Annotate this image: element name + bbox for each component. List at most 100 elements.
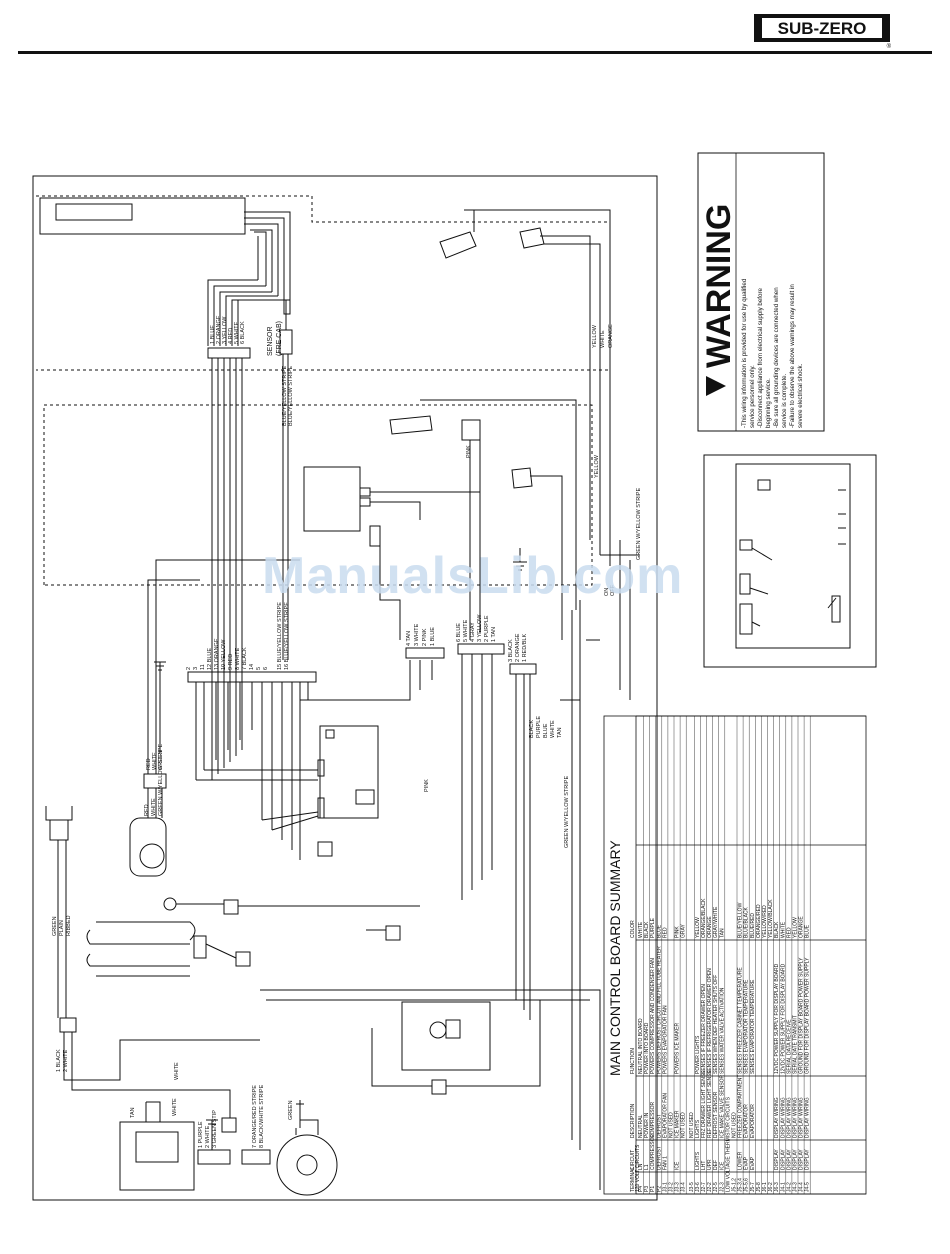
table-cell: J5-7	[750, 1182, 756, 1192]
table-cell: EVAP	[750, 1156, 756, 1170]
table-cell: J3-5	[689, 1182, 695, 1192]
table-cell: DISPLAY	[793, 1149, 799, 1170]
table-cell: YELLOW	[793, 917, 799, 938]
conn-b-4: 3 YELLOW	[477, 614, 483, 642]
sensor-label-1: SENSOR	[267, 326, 274, 356]
table-cell: J3-3	[675, 1182, 681, 1192]
bottom-mid-1: 7 ORANGE/RED STRIPE	[252, 1085, 258, 1148]
harness-mid-1: 2	[186, 667, 192, 670]
table-cell: GRAY	[681, 924, 687, 938]
table-cell: SENSES IF FREEZER DRAWER OPEN	[701, 984, 707, 1074]
table-cell: P3	[644, 1186, 650, 1192]
table-cell: J3-1	[662, 1182, 668, 1192]
table-cell: COMPRESSOR	[650, 1101, 656, 1138]
conn-b-1: 6 BLUE	[456, 623, 462, 642]
off-label: OFF	[610, 584, 616, 596]
table-cell: J2-5	[713, 1182, 719, 1192]
table-cell: P4	[638, 1186, 644, 1192]
warning-line-3: -Disconnect appliance from electrical su…	[757, 287, 764, 428]
logo-text: SUB-ZERO	[778, 19, 867, 38]
table-cell: J4-3	[793, 1182, 799, 1192]
table-cell: J6-3	[774, 1182, 780, 1192]
table-cell: POWER IN	[644, 1112, 650, 1138]
table-cell: DISPLAY	[780, 1149, 786, 1170]
table-cell: J5-3,4	[738, 1178, 744, 1192]
conn-c-1: 3 BLACK	[508, 639, 514, 662]
table-cell: SERIAL DATE TRANSMIT	[793, 1015, 799, 1074]
table-cell: SENSES EVAPORATOR TEMPERATURE	[744, 979, 750, 1074]
harness-mid-2: 3	[193, 667, 199, 670]
table-cell: GROUND FOR DISPLAY BOARD POWER SUPPLY	[799, 957, 805, 1074]
table-cell: 12VDC POWER SUPPLY FOR DISPLAY BOARD	[780, 963, 786, 1074]
table-cell: LHT	[701, 1161, 707, 1170]
table-cell: RED	[786, 927, 792, 938]
logo-registered: ®	[887, 43, 892, 48]
summary-table: MAIN CONTROL BOARD SUMMARY TERMINALCIRCU…	[603, 715, 867, 1195]
table-cell: SENSES WHEN DEF HEATER SHUTS OFF	[713, 975, 719, 1074]
table-header: FUNCTION	[630, 1048, 636, 1074]
bottom-mid-2: 8 BLACK/WHITE STRIPE	[259, 1084, 265, 1148]
warning-box: WARNING -This wiring information is prov…	[697, 152, 825, 432]
table-cell: J2-2	[707, 1182, 713, 1192]
table-cell: WHITE	[638, 921, 644, 938]
warning-line-4: beginning service.	[765, 378, 772, 428]
table-cell: J4-2	[786, 1182, 792, 1192]
board-out-5: TAN	[557, 727, 563, 738]
table-cell: DEF	[713, 1160, 719, 1170]
harness-mid-7: 9 RED	[228, 654, 234, 670]
table-cell: J5-8	[756, 1182, 762, 1192]
on-label: ON	[604, 588, 610, 596]
table-cell: EVAP	[744, 1156, 750, 1170]
comp-tan: TAN	[130, 1107, 136, 1118]
table-cell: EVAPORATOR	[744, 1104, 750, 1138]
table-cell: J3-4	[681, 1182, 687, 1192]
harness-top-4: 4 RED	[228, 328, 234, 344]
harness-top-6: 6 BLACK	[240, 321, 246, 344]
pink-label: PINK	[466, 445, 472, 458]
table-cell: WHITE	[780, 921, 786, 938]
comp-white-2: WHITE	[174, 1062, 180, 1080]
table-cell: LN	[638, 1163, 644, 1170]
board-out-4: WHITE	[550, 720, 556, 738]
table-cell: J4-1	[780, 1182, 786, 1192]
harness-mid-8: 8 WHITE	[235, 647, 241, 670]
table-cell: RED	[662, 927, 668, 938]
table-cell: GRAY/WHITE	[713, 906, 719, 938]
warning-line-7: -Failure to observe the above warnings m…	[789, 284, 796, 428]
motor-lead-1: RED	[146, 758, 152, 770]
table-cell: P1	[650, 1186, 656, 1192]
table-cell: DEFROST	[656, 1114, 662, 1138]
condenser-fan	[276, 1134, 338, 1196]
harness-mid-13: 15 BLUE/YELLOW STRIPE	[277, 602, 283, 670]
table-header: CIRCUIT	[630, 1150, 636, 1170]
board-out-3: BLUE	[543, 723, 549, 738]
motor-lead-2: WHITE	[152, 752, 158, 770]
harness-top-2: 2 ORANGE	[216, 315, 222, 344]
table-cell: BLACK	[644, 921, 650, 938]
table-cell: YELLOW/BLACK	[768, 899, 774, 938]
table-cell: GROUND FOR DISPLAY BOARD POWER SUPPLY	[805, 957, 811, 1074]
warning-line-2: service personnel only.	[749, 365, 756, 428]
warning-line-1: -This wiring information is provided for…	[741, 278, 748, 428]
stripe-label-1: BLUE/YELLOW STRIPE	[282, 365, 288, 426]
table-section: 120 VOLT CIRCUITS	[635, 1144, 641, 1192]
table-cell: NOT USED	[732, 1112, 738, 1138]
table-cell: POWERS ICE MAKER	[675, 1022, 681, 1074]
harness-mid-12: 6	[263, 667, 269, 670]
table-header: TERMINAL	[630, 1167, 636, 1193]
table-cell: EVAPORATOR	[750, 1104, 756, 1138]
table-cell: SENSES EVAPORATOR TEMPERATURE	[750, 979, 756, 1074]
table-cell: J3-2	[669, 1182, 675, 1192]
cord-conn-2: 2 WHITE	[63, 1049, 69, 1072]
cabinet-outline	[32, 175, 658, 1201]
table-cell: DISPLAY	[774, 1149, 780, 1170]
table-cell: COMPRESSOR	[650, 1133, 656, 1170]
conn-a-2: 3 WHITE	[414, 623, 420, 646]
table-cell: NEUTRAL	[638, 1114, 644, 1138]
cord-conn-1: 1 BLACK	[56, 1049, 62, 1072]
warning-line-6: service is complete.	[781, 373, 788, 428]
table-cell: YELLOW	[695, 917, 701, 938]
table-cell: UPR	[707, 1159, 713, 1170]
table-cell: ICE MAKER	[675, 1110, 681, 1138]
